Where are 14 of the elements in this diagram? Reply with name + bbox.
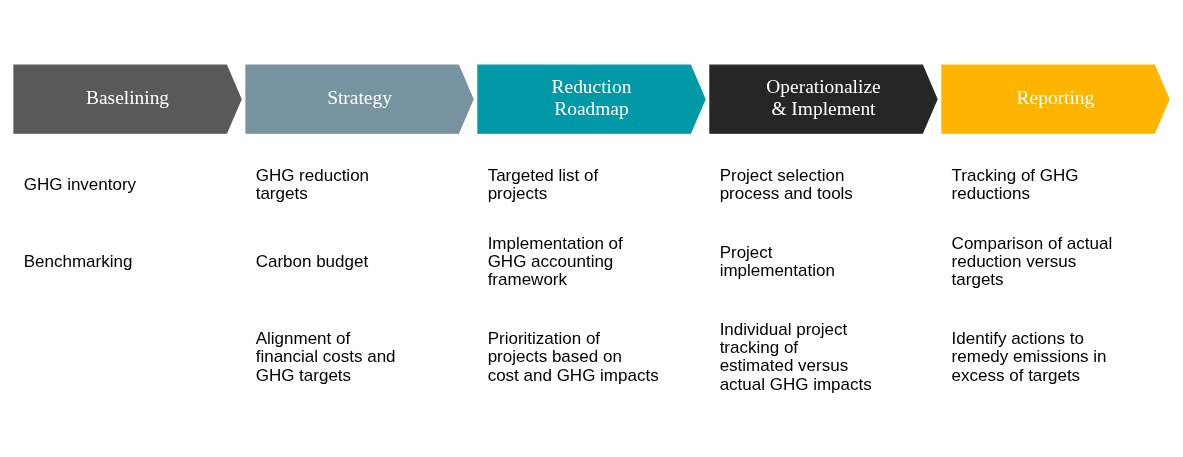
node-label: Targeted list of projects [487,165,599,203]
node-label: Identify actions to remedy emissions in excess of targets [951,329,1107,385]
node-label: Comparison of actual reduction versus targets [951,233,1113,290]
node-label: Project implementation [719,242,835,281]
node-label: Tracking of GHG reductions [951,165,1079,203]
node-label: Alignment of financial costs and GHG targets [255,329,396,385]
node-label: Carbon budget [255,252,369,271]
node-label: Benchmarking [23,252,133,271]
node-label: GHG reduction targets [255,165,370,203]
node-label: GHG inventory [23,174,137,194]
node-label: Prioritization of projects based on cost and GHG impacts [487,329,659,385]
node-label: Project selection process and tools [719,165,853,203]
node-label: Implementation of GHG accounting framework [487,233,623,290]
node-label: Individual project tracking of estimated versus actual GHG impacts [719,320,872,394]
